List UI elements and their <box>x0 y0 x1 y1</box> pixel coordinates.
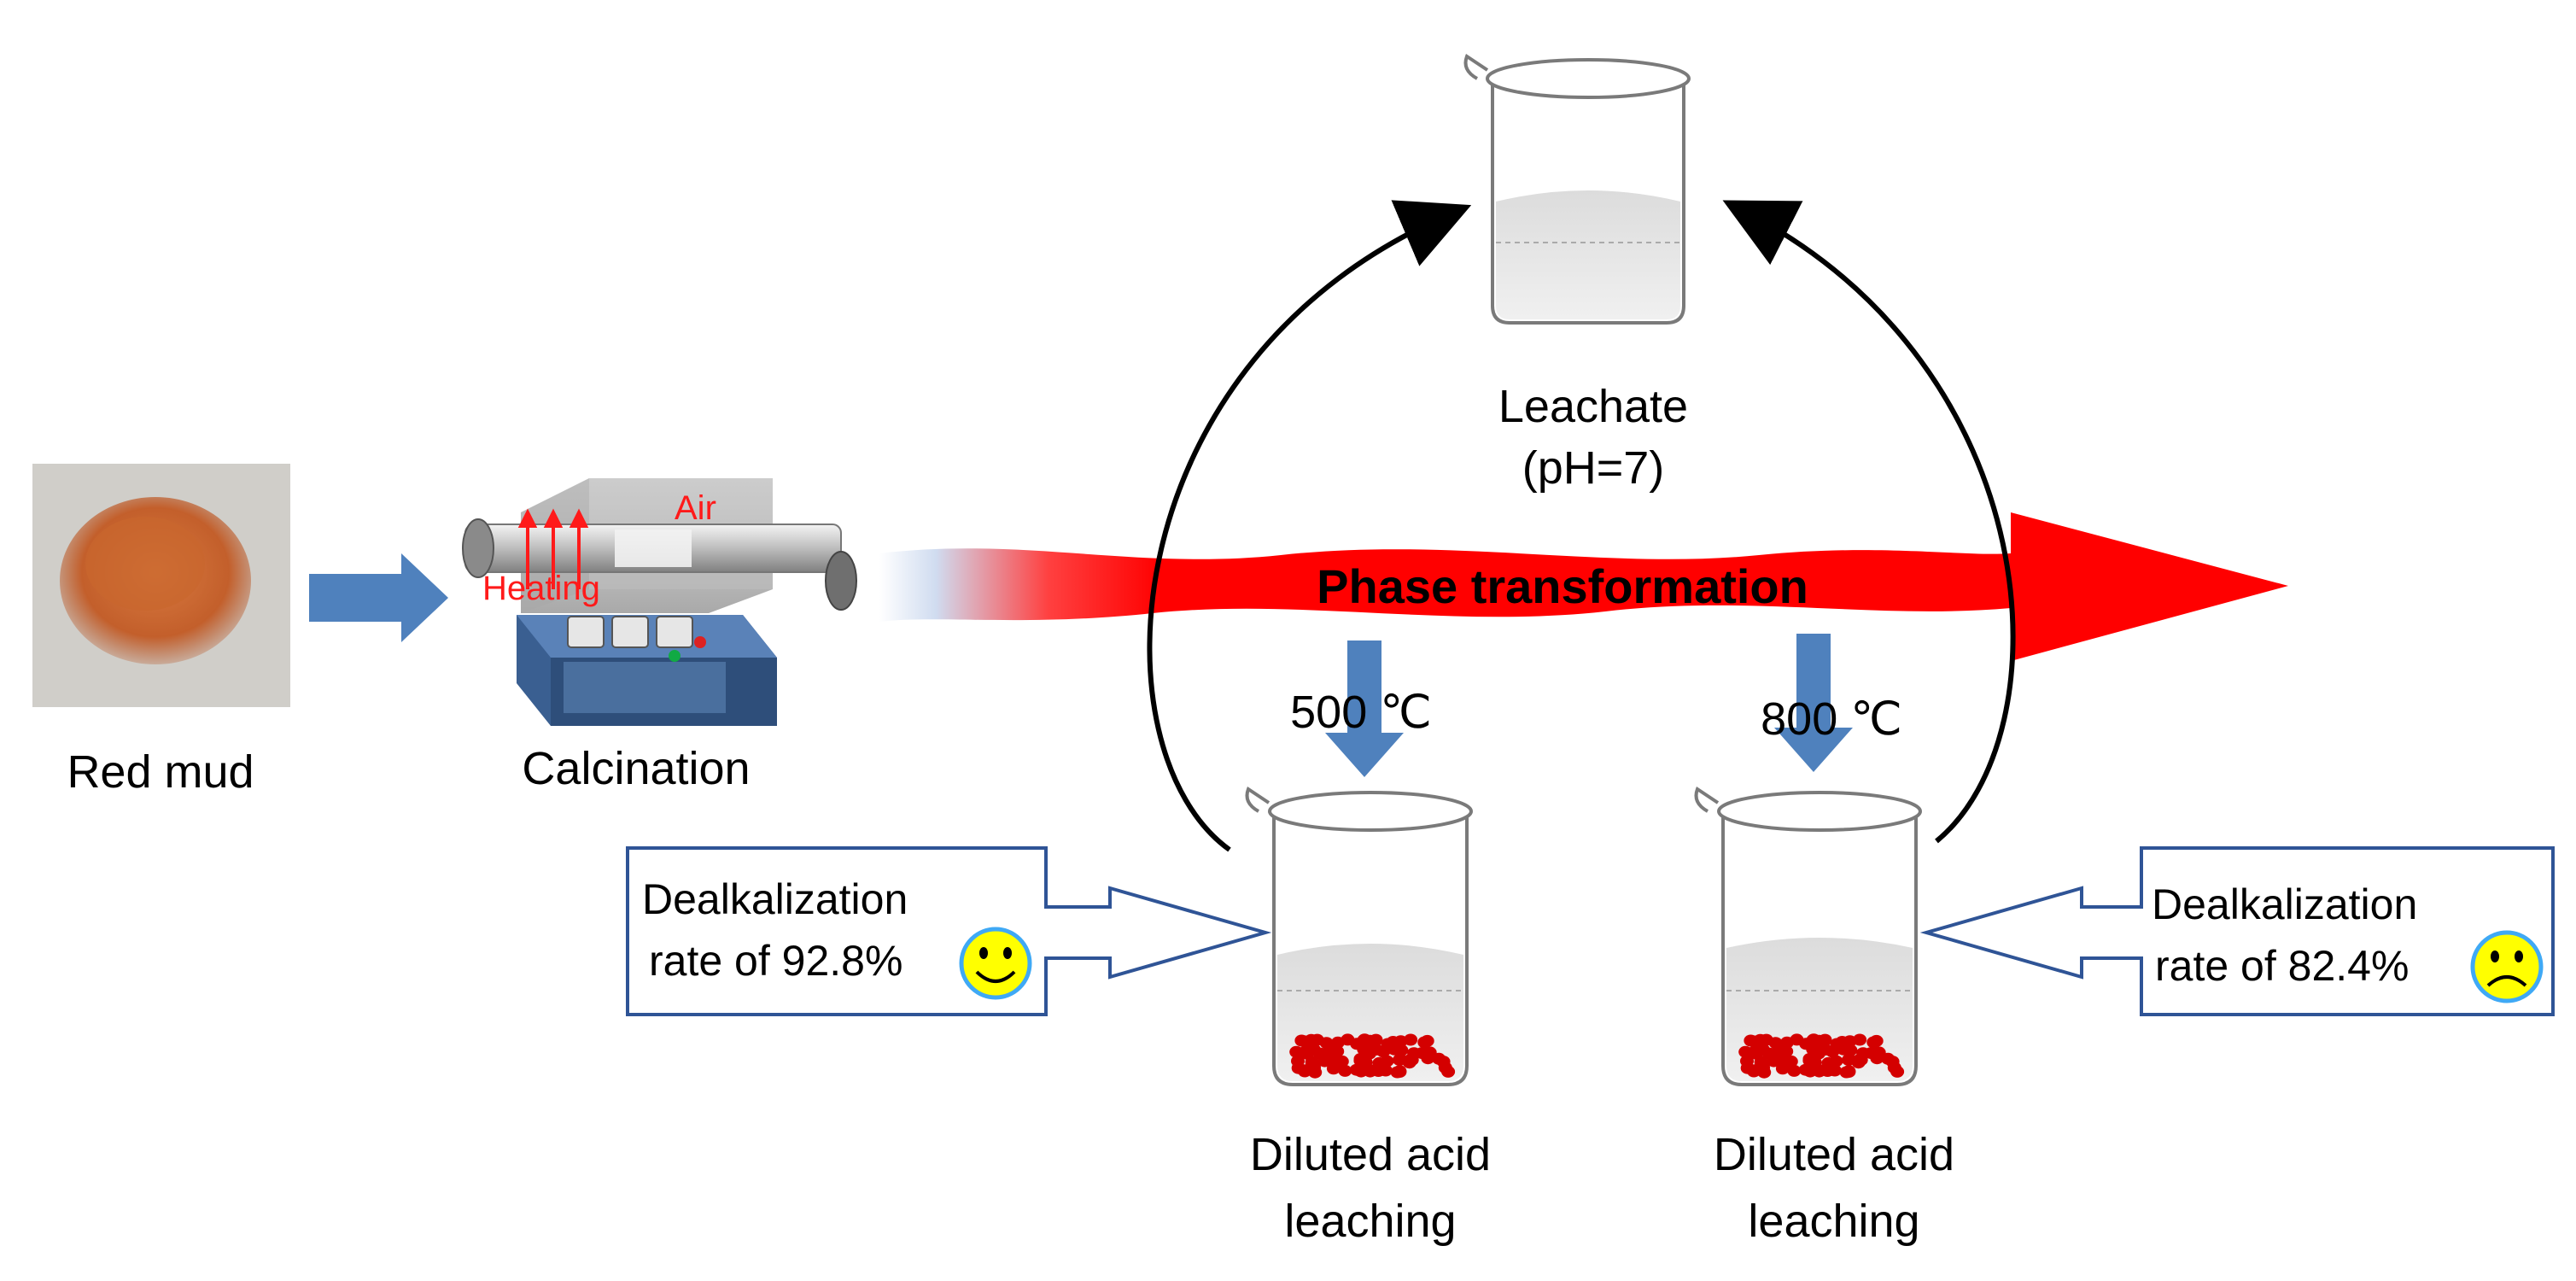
particle <box>1866 1036 1881 1049</box>
particle <box>1759 1033 1773 1046</box>
leaching-right-label-1: Diluted acid <box>1714 1129 1954 1180</box>
particle <box>1842 1053 1856 1066</box>
down-arrow-500 <box>1325 640 1404 777</box>
particle <box>1821 1056 1836 1069</box>
calcination-label: Calcination <box>522 743 750 794</box>
particle <box>1372 1056 1387 1069</box>
particle <box>1746 1035 1761 1048</box>
particle <box>1393 1053 1407 1066</box>
particle <box>1856 1047 1871 1060</box>
particle <box>1297 1035 1311 1048</box>
particle <box>1417 1036 1432 1049</box>
callout-left-line1: Dealkalization <box>642 875 908 923</box>
particle <box>1407 1047 1422 1060</box>
particle <box>1811 1047 1825 1060</box>
leaching-beaker-left-icon <box>1245 786 1473 1086</box>
particle <box>1779 1036 1794 1049</box>
phase-transformation-band <box>879 512 2288 661</box>
particle <box>1362 1047 1376 1060</box>
leachate-beaker-icon <box>1463 53 1691 325</box>
callout-right-line1: Dealkalization <box>2152 880 2417 928</box>
return-arrow-left <box>1147 200 1472 852</box>
red-particles <box>1289 1033 1456 1079</box>
particle <box>1338 1064 1352 1077</box>
callout-right-line2: rate of 82.4% <box>2155 942 2409 990</box>
dealkalization-callout-left: Dealkalization rate of 92.8% <box>626 846 1272 1016</box>
callout-left-line2: rate of 92.8% <box>649 937 902 985</box>
tube-furnace-icon <box>462 478 857 726</box>
leaching-right-label-2: leaching <box>1748 1196 1919 1247</box>
down-arrow-800 <box>1774 634 1853 772</box>
heating-label: Heating <box>482 570 600 607</box>
flow-arrow-to-calcination <box>309 553 448 642</box>
particle <box>1404 1033 1418 1046</box>
particle <box>1853 1033 1867 1046</box>
phase-transformation-label: Phase transformation <box>1317 559 1808 613</box>
leachate-ph-label: (pH=7) <box>1522 442 1665 494</box>
particle <box>1890 1065 1905 1078</box>
particle <box>1363 1034 1377 1047</box>
leaching-left-label-1: Diluted acid <box>1250 1129 1491 1180</box>
leaching-left-label-2: leaching <box>1284 1196 1456 1247</box>
particle <box>1784 1055 1798 1068</box>
leachate-label: Leachate <box>1498 381 1688 432</box>
particle <box>1310 1033 1324 1046</box>
air-label: Air <box>675 489 716 527</box>
leaching-beaker-right-icon <box>1694 786 1922 1086</box>
particle <box>1762 1048 1776 1060</box>
particle <box>1842 1065 1856 1078</box>
particle <box>1386 1036 1400 1048</box>
return-arrow-right <box>1722 200 2016 844</box>
temperature-800-label: 800 ℃ <box>1761 693 1902 745</box>
particle <box>1330 1036 1345 1049</box>
particle <box>1441 1065 1456 1078</box>
red-mud-photo <box>32 464 290 707</box>
happy-face-icon <box>959 927 1032 1000</box>
particle <box>1835 1036 1849 1048</box>
particle <box>1812 1034 1826 1047</box>
particle <box>1393 1065 1407 1078</box>
particle <box>1313 1048 1327 1060</box>
dealkalization-callout-right: Dealkalization rate of 82.4% <box>1919 846 2555 1016</box>
particle <box>1787 1064 1802 1077</box>
red-mud-label: Red mud <box>67 746 254 798</box>
particle <box>1335 1055 1349 1068</box>
red-particles <box>1738 1033 1905 1079</box>
temperature-500-label: 500 ℃ <box>1290 687 1432 738</box>
sad-face-icon <box>2470 930 2544 1003</box>
